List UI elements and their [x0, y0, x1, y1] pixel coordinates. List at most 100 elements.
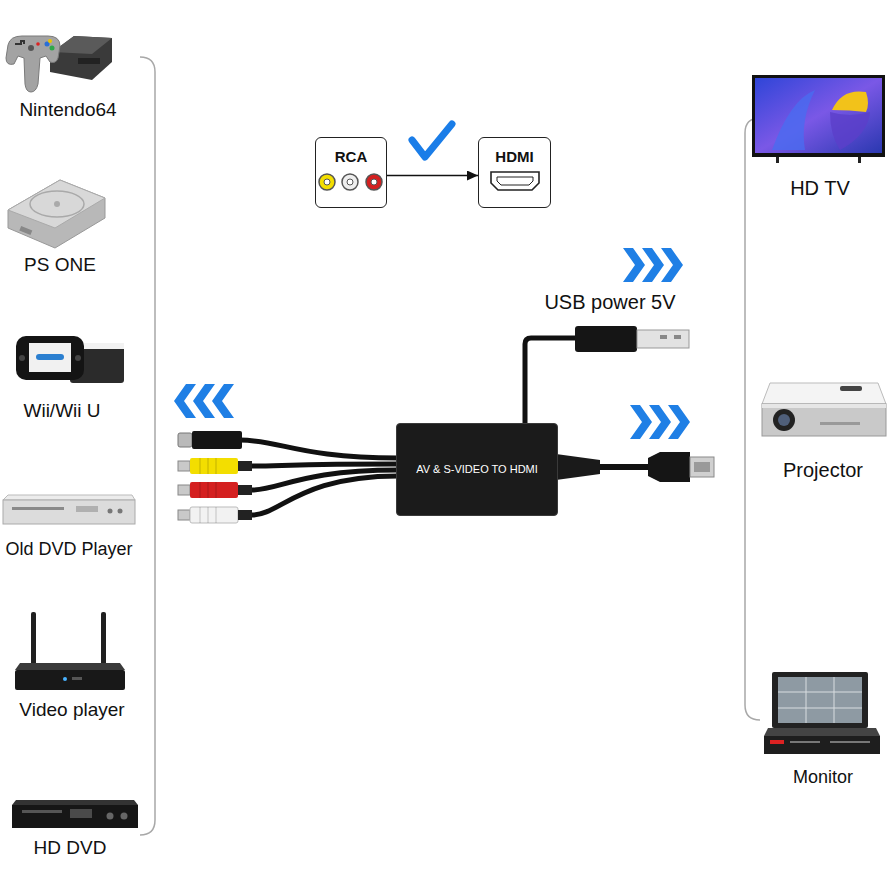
left-bracket — [140, 57, 155, 835]
ps-one-console — [19, 226, 32, 235]
video-player — [15, 670, 125, 690]
ps-one-console — [8, 180, 105, 228]
av-cables — [200, 458, 216, 523]
av-cables — [200, 482, 201, 498]
projector — [762, 404, 886, 436]
hdmi-cable — [690, 457, 714, 477]
wii-u-console — [16, 336, 124, 383]
direction-chevrons — [212, 384, 234, 418]
rca-box: RCA — [315, 137, 387, 208]
monitor — [764, 736, 880, 754]
n64-controller — [28, 45, 34, 51]
usb-cable — [637, 330, 689, 348]
usb-cable — [525, 338, 577, 425]
direction-chevrons — [174, 384, 196, 418]
video-player — [15, 612, 125, 690]
connector-arrow — [387, 175, 478, 177]
projector — [762, 383, 886, 404]
hdmi-cable — [648, 452, 690, 482]
av-cables — [252, 476, 398, 515]
av-cables — [208, 482, 209, 498]
rca-jack-icons — [319, 174, 382, 190]
direction-chevrons — [668, 405, 690, 439]
n64-console — [78, 58, 100, 64]
hdmi-cable — [694, 462, 710, 472]
rca-jack-icons — [347, 179, 353, 185]
monitor — [806, 677, 807, 723]
monitor — [830, 741, 870, 743]
device-label: HD DVD — [34, 837, 107, 859]
monitor — [772, 672, 868, 728]
hd-tv — [772, 90, 815, 150]
wii-u-console — [75, 355, 81, 361]
display-label: HD TV — [790, 177, 850, 200]
av-cables — [216, 482, 217, 498]
ps-one-console — [8, 180, 105, 248]
monitor — [764, 672, 880, 754]
usb-cable — [674, 335, 681, 339]
monitor — [764, 728, 880, 736]
av-cables — [192, 431, 242, 449]
hd-dvd-player — [12, 805, 138, 828]
direction-chevrons — [193, 384, 215, 418]
av-cables — [252, 464, 398, 466]
n64-console — [52, 36, 112, 54]
video-player — [15, 663, 125, 670]
av-cables — [178, 431, 398, 523]
hd-tv — [832, 91, 868, 112]
box-label: HDMI — [495, 148, 533, 165]
dvd-player — [76, 506, 98, 512]
box-label: AV & S-VIDEO TO HDMI — [416, 463, 538, 476]
power-label: USB power 5V — [544, 291, 675, 314]
n64-controller — [50, 46, 55, 51]
video-player — [31, 612, 36, 668]
av-cables — [190, 482, 238, 498]
hdmi-box: HDMI — [478, 137, 551, 208]
n64-controller — [36, 42, 40, 46]
n64-controller — [6, 36, 60, 92]
hdmi-cable — [556, 452, 714, 482]
converter-box: AV & S-VIDEO TO HDMI — [396, 423, 558, 516]
av-cables — [178, 485, 190, 495]
av-cables — [240, 440, 398, 458]
av-cables — [238, 485, 252, 495]
n64-controller — [15, 41, 24, 44]
hdmi-cable — [600, 464, 650, 470]
rca-jack-icons — [319, 174, 335, 190]
projector — [778, 414, 790, 426]
monitor — [778, 692, 862, 693]
hd-dvd-player — [121, 813, 128, 820]
av-cables — [208, 507, 209, 523]
direction-chevrons — [642, 248, 664, 282]
av-cables — [178, 461, 190, 471]
device-label: Old DVD Player — [5, 539, 132, 560]
monitor — [778, 708, 862, 709]
right-bracket — [745, 118, 760, 720]
wii-u-console — [36, 354, 64, 360]
hd-tv — [858, 157, 861, 163]
direction-chevrons — [630, 405, 652, 439]
hd-tv — [752, 75, 885, 163]
hd-dvd-player — [22, 810, 62, 813]
usb-cable — [575, 326, 637, 352]
av-cables — [238, 510, 252, 520]
usb-cable — [660, 335, 667, 339]
hd-tv — [755, 78, 882, 153]
hd-tv — [776, 157, 779, 163]
device-label: Nintendo64 — [19, 99, 116, 121]
projector — [773, 409, 795, 431]
n64-controller — [48, 39, 52, 43]
av-cables — [178, 433, 192, 447]
usb-cable — [525, 326, 689, 425]
rca-jack-icons — [342, 174, 358, 190]
hdmi-cable — [556, 454, 600, 480]
monitor — [790, 741, 820, 743]
dvd-player — [12, 507, 64, 510]
direction-chevrons — [174, 248, 690, 439]
video-player — [63, 677, 67, 681]
projector — [762, 404, 886, 408]
device-label: Video player — [19, 699, 124, 721]
av-cables — [190, 507, 238, 523]
wii-u-console — [16, 336, 84, 380]
